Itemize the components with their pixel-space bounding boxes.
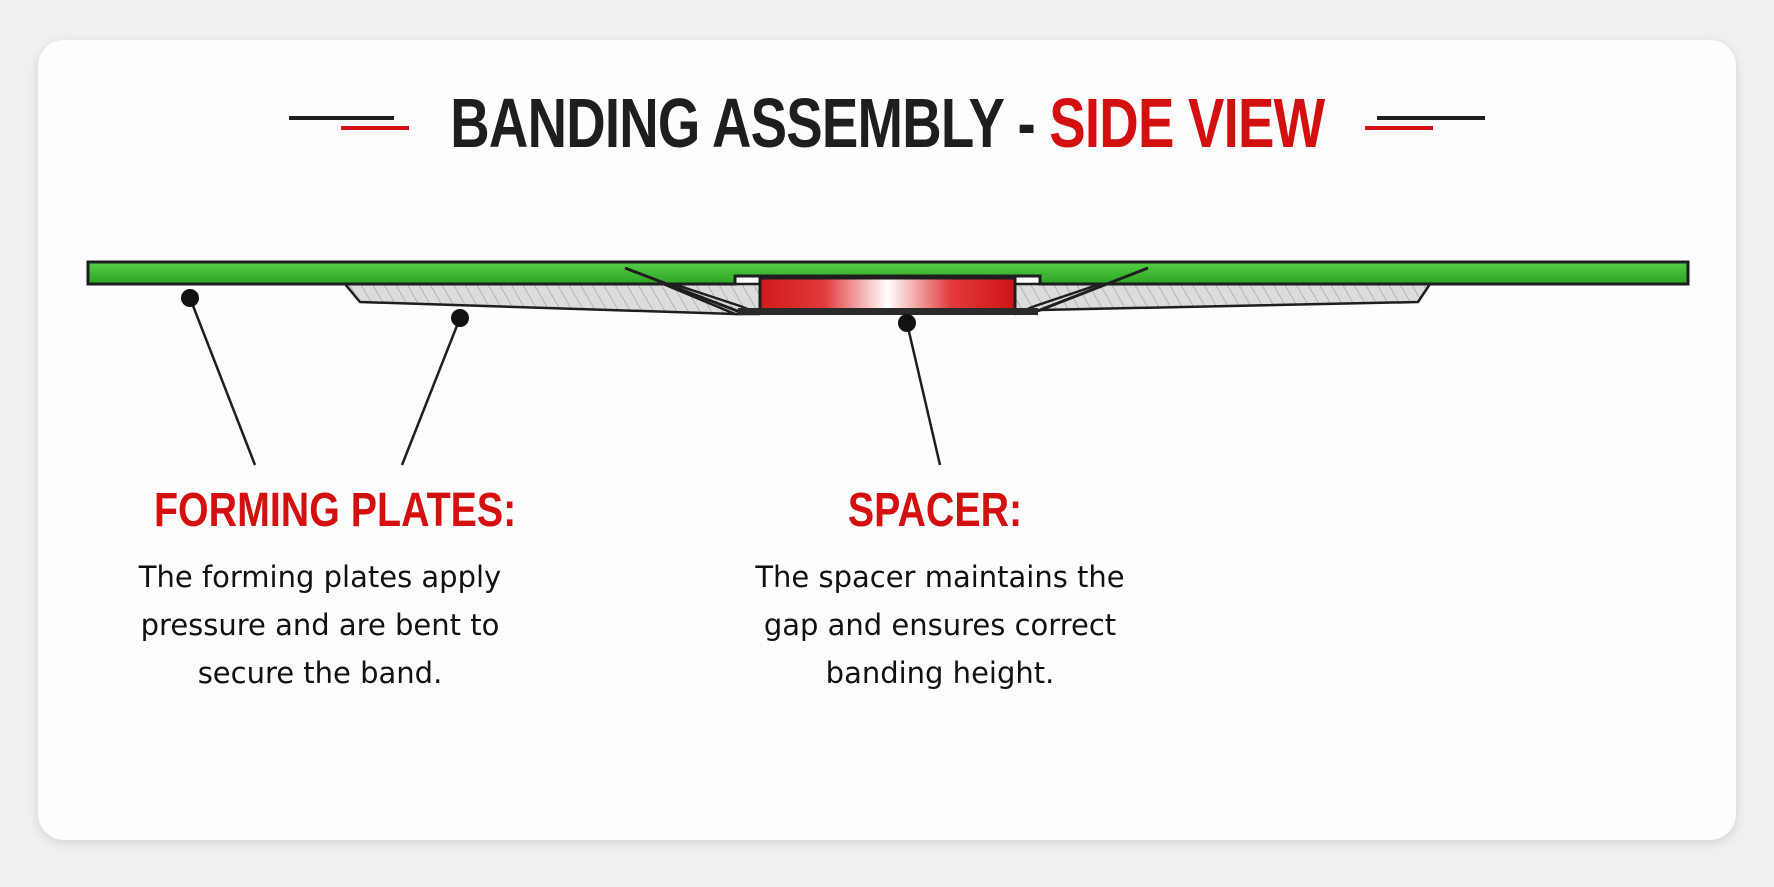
title-accent: SIDE VIEW (1048, 83, 1325, 162)
leader-line-spacer (905, 322, 942, 466)
spacer-shape (758, 276, 1017, 312)
band-strip (86, 260, 1690, 286)
title-decoration-left (288, 113, 409, 133)
band-angle-left (624, 266, 741, 314)
forming-plates-title: FORMING PLATES: (154, 484, 517, 537)
title-main: BANDING ASSEMBLY - (449, 83, 1049, 162)
leader-line-band (188, 297, 257, 466)
forming-plates-description: The forming plates apply pressure and ar… (138, 560, 502, 690)
spacer-description: The spacer maintains the gap and ensures… (755, 560, 1125, 690)
page-title: BANDING ASSEMBLY - SIDE VIEW (449, 83, 1325, 163)
diagram-card (38, 40, 1736, 840)
band-angle-right (1034, 266, 1149, 314)
leader-dot-spacer (898, 314, 916, 332)
leader-line-plate (400, 317, 462, 466)
leader-dot-plate (451, 309, 469, 327)
title-decoration-right (1365, 113, 1486, 133)
spacer-base (738, 308, 1038, 315)
leader-dot-band (181, 289, 199, 307)
title-row: BANDING ASSEMBLY - SIDE VIEW (0, 75, 1774, 170)
spacer-title: SPACER: (847, 484, 1023, 537)
